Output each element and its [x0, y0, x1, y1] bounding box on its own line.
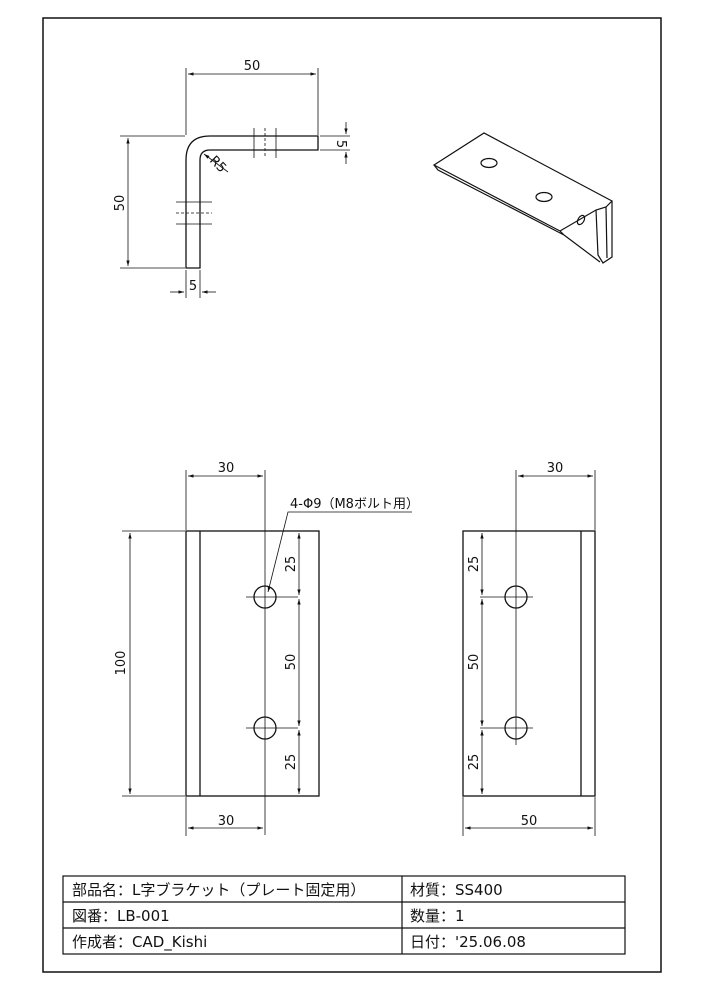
right-plate-outline: [462, 530, 596, 797]
hole-note: 4-Φ9（M8ボルト用）: [290, 497, 419, 512]
title-material: 材質：SS400: [410, 881, 503, 899]
front-dim-pitch-bottom: 25: [284, 754, 299, 771]
radius-leader: [203, 153, 229, 173]
right-dim-bottom: 50: [521, 814, 538, 829]
title-date: 日付：'25.06.08: [410, 933, 526, 951]
front-dim-pitch-mid: 50: [284, 654, 299, 671]
right-view: [462, 470, 596, 836]
title-drawing-no: 図番：LB-001: [72, 907, 170, 925]
iso-vertical-plate: [595, 201, 613, 264]
title-quantity: 数量：1: [410, 907, 465, 925]
right-dim-pitch-bottom: 25: [467, 754, 482, 771]
side-dim-width: 50: [244, 59, 261, 74]
side-dim-thickness-top: 5: [333, 140, 348, 148]
iso-hole-2: [535, 191, 553, 203]
front-plate-outline: [185, 530, 320, 797]
side-dim-height: 50: [113, 195, 128, 212]
iso-hole-1: [480, 157, 498, 169]
title-part-name: 部品名：L字ブラケット（プレート固定用）: [72, 881, 365, 899]
right-dim-pitch-mid: 50: [467, 654, 482, 671]
right-dim-pitch-top: 25: [467, 556, 482, 573]
front-dim-pitch-top: 25: [284, 556, 299, 573]
front-dim-bottom: 30: [218, 814, 235, 829]
iso-hole-3: [576, 214, 586, 226]
right-dim-top: 30: [547, 461, 564, 476]
front-dim-height: 100: [114, 651, 129, 676]
front-dim-top: 30: [218, 461, 235, 476]
side-view: [120, 68, 350, 298]
title-block: [62, 875, 626, 955]
radius-label: R5: [206, 153, 229, 176]
sheet-border: [42, 17, 662, 973]
hole-note-leader: [267, 511, 412, 593]
l-profile-outline: [185, 135, 319, 269]
title-author: 作成者：CAD_Kishi: [72, 933, 207, 952]
front-view: [122, 470, 412, 836]
isometric-view: [432, 132, 613, 264]
side-dim-thickness-bottom: 5: [189, 279, 197, 294]
